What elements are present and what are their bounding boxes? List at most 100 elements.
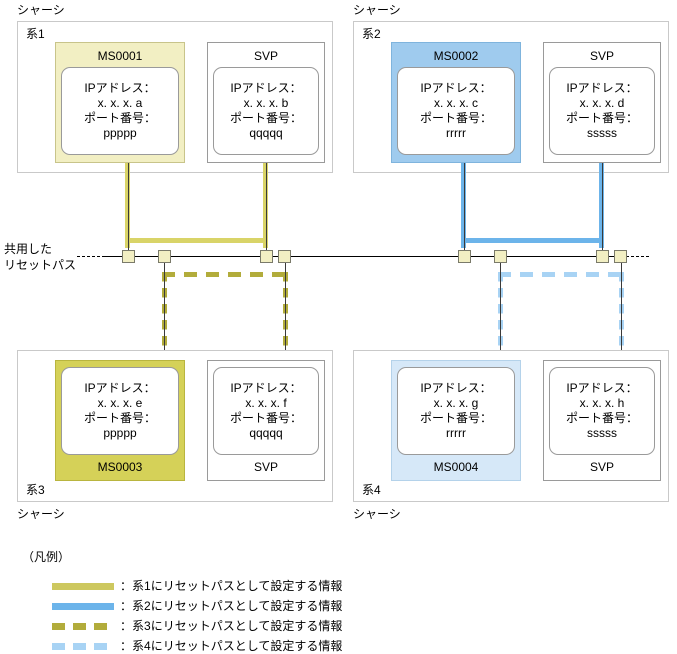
port-value: rrrrr xyxy=(446,126,466,140)
unit-info-card: IPアドレス： x. x. x. h ポート番号： sssss xyxy=(549,367,655,455)
unit-info-card: IPアドレス： x. x. x. c ポート番号： rrrrr xyxy=(397,67,515,155)
ip-label: IPアドレス： xyxy=(230,81,302,95)
unit-info-card: IPアドレス： x. x. x. f ポート番号： qqqqq xyxy=(213,367,319,455)
ip-label: IPアドレス： xyxy=(420,81,492,95)
system-label-kei4: 系4 xyxy=(362,483,381,497)
system-label-kei3: 系3 xyxy=(26,483,45,497)
chassis-label-top-left: シャーシ xyxy=(17,3,65,17)
unit-ms0004[interactable]: IPアドレス： x. x. x. g ポート番号： rrrrr MS0004 xyxy=(391,360,521,481)
shared-reset-path-label: 共用した リセットパス xyxy=(4,241,76,273)
bus-connector-4[interactable] xyxy=(278,250,291,263)
ip-value: x. x. x. d xyxy=(579,96,625,110)
port-value: sssss xyxy=(587,126,617,140)
unit-title: SVP xyxy=(589,49,614,63)
port-label: ポート番号： xyxy=(419,411,492,425)
system-label-kei1: 系1 xyxy=(26,27,45,41)
ip-label: IPアドレス： xyxy=(420,381,492,395)
legend-separator: ： xyxy=(120,619,133,633)
bus-connector-6[interactable] xyxy=(494,250,507,263)
legend-swatch-dashed-olive-icon xyxy=(52,622,114,630)
legend-label: 系4にリセットパスとして設定する情報 xyxy=(132,639,343,653)
ip-value: x. x. x. a xyxy=(97,96,143,110)
bus-connector-2[interactable] xyxy=(158,250,171,263)
legend-swatch-solid-blue-icon xyxy=(52,602,114,610)
chassis-label-bottom-left: シャーシ xyxy=(17,507,65,521)
ip-label: IPアドレス： xyxy=(566,81,638,95)
legend-label: 系3にリセットパスとして設定する情報 xyxy=(132,619,343,633)
ip-value: x. x. x. h xyxy=(579,396,625,410)
path-kei1-vertical-left xyxy=(125,163,130,248)
bus-connector-3[interactable] xyxy=(260,250,273,263)
unit-title: SVP xyxy=(253,49,278,63)
drop-line-svp-kei1 xyxy=(266,163,267,253)
bus-dash-right xyxy=(621,256,649,257)
drop-line-ms0003 xyxy=(164,263,165,363)
legend-separator: ： xyxy=(120,579,133,593)
port-label: ポート番号： xyxy=(83,111,156,125)
unit-svp-kei4[interactable]: IPアドレス： x. x. x. h ポート番号： sssss SVP xyxy=(543,360,661,481)
path-kei4-horizontal xyxy=(498,272,624,277)
unit-info-card: IPアドレス： x. x. x. d ポート番号： sssss xyxy=(549,67,655,155)
drop-line-ms0001 xyxy=(128,163,129,253)
unit-svp-kei3[interactable]: IPアドレス： x. x. x. f ポート番号： qqqqq SVP xyxy=(207,360,325,481)
unit-ms0003[interactable]: IPアドレス： x. x. x. e ポート番号： ppppp MS0003 xyxy=(55,360,185,481)
port-value: ppppp xyxy=(103,126,137,140)
chassis-label-top-right: シャーシ xyxy=(353,3,401,17)
port-value: rrrrr xyxy=(446,426,466,440)
unit-title: MS0002 xyxy=(433,49,479,63)
port-value: ppppp xyxy=(103,426,137,440)
legend-swatch-dashed-lightblue-icon xyxy=(52,642,114,650)
port-label: ポート番号： xyxy=(565,111,638,125)
chassis-label-bottom-right: シャーシ xyxy=(353,507,401,521)
ip-value: x. x. x. c xyxy=(433,96,478,110)
unit-info-card: IPアドレス： x. x. x. b ポート番号： qqqqq xyxy=(213,67,319,155)
ip-label: IPアドレス： xyxy=(230,381,302,395)
bus-dash-left xyxy=(77,256,105,257)
shared-reset-path-label-line2: リセットパス xyxy=(4,258,77,272)
port-value: sssss xyxy=(587,426,617,440)
port-label: ポート番号： xyxy=(229,411,302,425)
bus-connector-1[interactable] xyxy=(122,250,135,263)
ip-label: IPアドレス： xyxy=(566,381,638,395)
ip-label: IPアドレス： xyxy=(84,81,156,95)
legend-title: （凡例） xyxy=(22,550,71,564)
legend-item-kei1: ： 系1にリセットパスとして設定する情報 xyxy=(52,578,342,594)
bus-connector-8[interactable] xyxy=(614,250,627,263)
unit-svp-kei1[interactable]: SVP IPアドレス： x. x. x. b ポート番号： qqqqq xyxy=(207,42,325,163)
port-label: ポート番号： xyxy=(83,411,156,425)
drop-line-svp-kei4 xyxy=(621,263,622,363)
legend-label: 系1にリセットパスとして設定する情報 xyxy=(132,579,343,593)
unit-info-card: IPアドレス： x. x. x. g ポート番号： rrrrr xyxy=(397,367,515,455)
drop-line-svp-kei3 xyxy=(285,263,286,363)
unit-info-card: IPアドレス： x. x. x. e ポート番号： ppppp xyxy=(61,367,179,455)
unit-title: MS0003 xyxy=(97,460,143,474)
unit-ms0001[interactable]: MS0001 IPアドレス： x. x. x. a ポート番号： ppppp xyxy=(55,42,185,163)
port-label: ポート番号： xyxy=(229,111,302,125)
ip-value: x. x. x. e xyxy=(97,396,143,410)
bus-connector-7[interactable] xyxy=(596,250,609,263)
bus-connector-5[interactable] xyxy=(458,250,471,263)
legend-item-kei3: ： 系3にリセットパスとして設定する情報 xyxy=(52,618,342,634)
shared-reset-bus xyxy=(104,256,622,257)
unit-ms0002[interactable]: MS0002 IPアドレス： x. x. x. c ポート番号： rrrrr xyxy=(391,42,521,163)
port-value: qqqqq xyxy=(249,426,283,440)
legend-item-kei2: ： 系2にリセットパスとして設定する情報 xyxy=(52,598,342,614)
path-kei1-horizontal xyxy=(125,238,268,243)
path-kei3-horizontal xyxy=(162,272,288,277)
unit-info-card: IPアドレス： x. x. x. a ポート番号： ppppp xyxy=(61,67,179,155)
legend-swatch-solid-yellow-icon xyxy=(52,582,114,590)
unit-svp-kei2[interactable]: SVP IPアドレス： x. x. x. d ポート番号： sssss xyxy=(543,42,661,163)
legend-label: 系2にリセットパスとして設定する情報 xyxy=(132,599,343,613)
port-label: ポート番号： xyxy=(419,111,492,125)
path-kei2-vertical-right xyxy=(599,163,604,248)
ip-value: x. x. x. f xyxy=(245,396,287,410)
unit-title: SVP xyxy=(589,460,614,474)
unit-title: MS0001 xyxy=(97,49,143,63)
path-kei2-horizontal xyxy=(461,238,604,243)
ip-label: IPアドレス： xyxy=(84,381,156,395)
path-kei1-vertical-right xyxy=(263,163,268,248)
ip-value: x. x. x. b xyxy=(243,96,289,110)
system-label-kei2: 系2 xyxy=(362,27,381,41)
legend-separator: ： xyxy=(120,599,133,613)
